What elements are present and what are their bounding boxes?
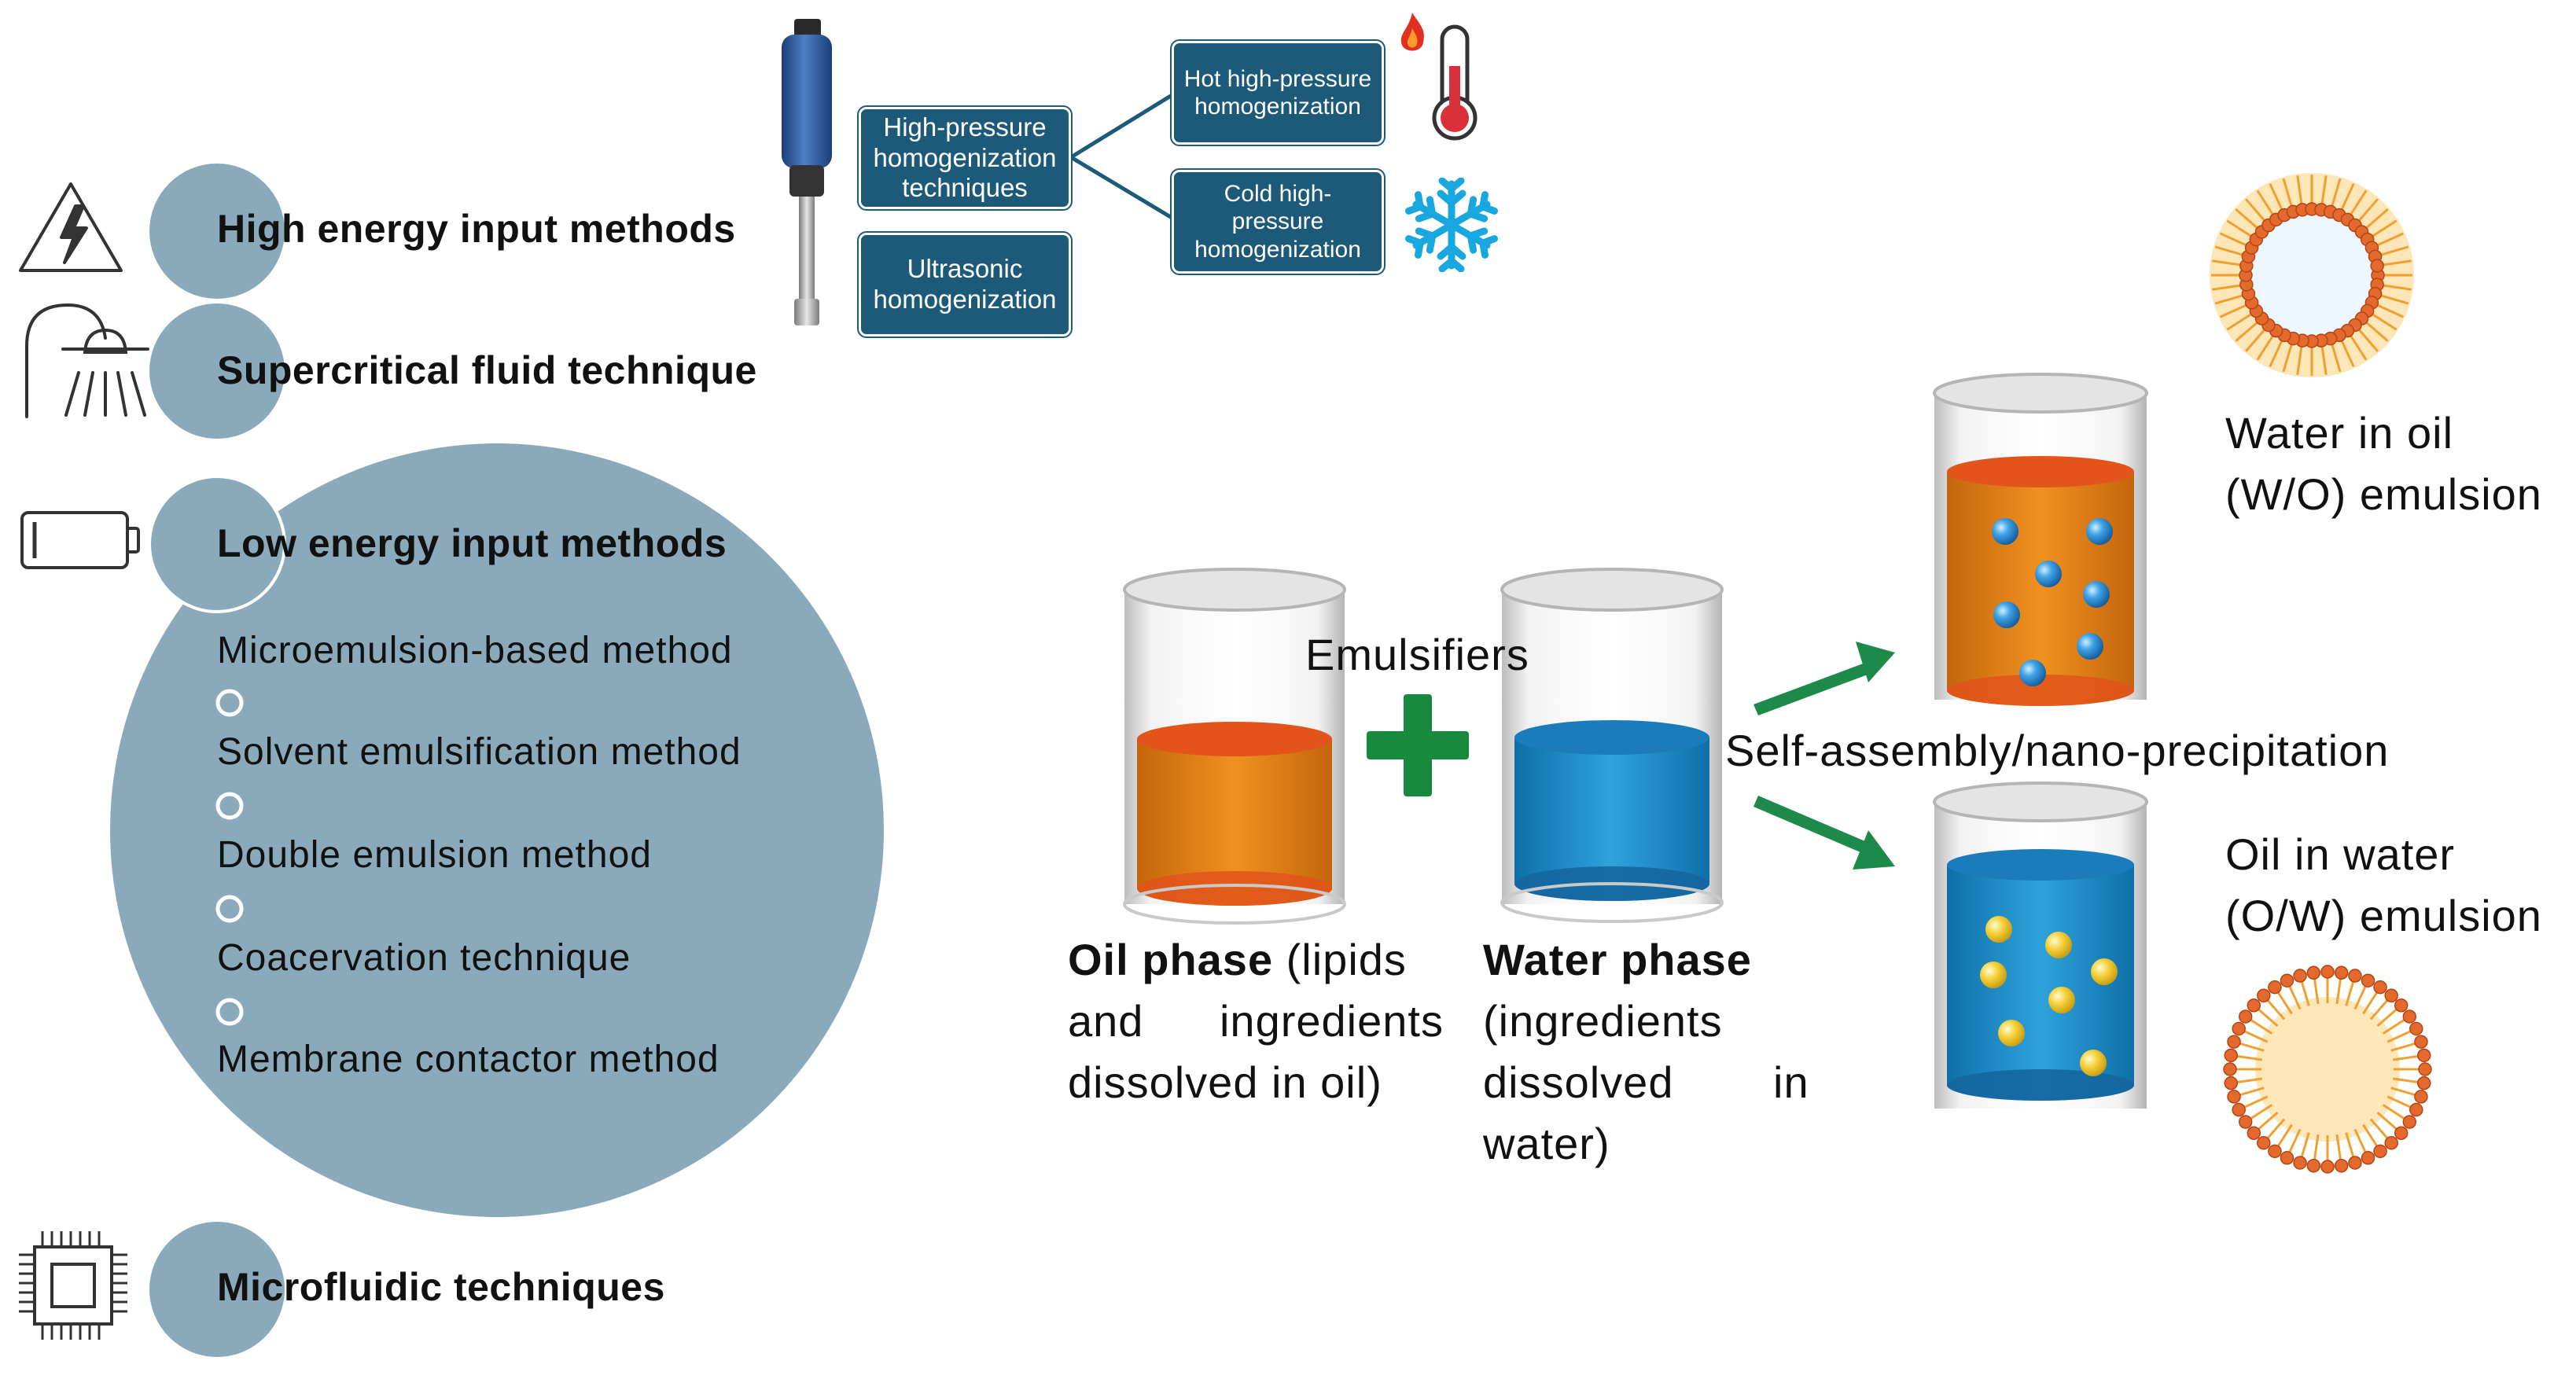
high-energy-circle [149, 164, 285, 299]
lipid-head [2402, 1009, 2417, 1024]
lipid-head [2370, 259, 2384, 273]
microfluidic-label: Microfluidic techniques [217, 1265, 665, 1309]
lipid-head [2361, 1151, 2375, 1165]
ow-beaker [1933, 781, 2148, 1109]
lipid-head [2257, 1135, 2271, 1150]
arrow-to-wo [1754, 642, 1895, 715]
lipid-head [2268, 980, 2282, 995]
lipid-head [2334, 965, 2349, 980]
ow-emulsion-label: Oil in water (O/W) emulsion [2225, 829, 2542, 940]
shower-icon [25, 303, 149, 418]
lipid-head [2293, 969, 2307, 983]
thermometer-icon [1400, 13, 1478, 141]
lipid-head [2334, 1158, 2349, 1173]
low-energy-item-1: Microemulsion-based method [217, 630, 733, 671]
lipid-head [2384, 988, 2398, 1003]
oil-beaker [1123, 568, 1346, 925]
water-beaker [1500, 568, 1724, 923]
low-energy-item-4: Coacervation technique [217, 937, 631, 979]
lipid-head [2227, 1035, 2241, 1049]
lipid-head [2247, 998, 2261, 1013]
oil-phase-description: Oil phase (lipids and ingredients dissol… [1068, 935, 1444, 1107]
lipid-head [2232, 1102, 2246, 1117]
lipid-head [2361, 973, 2375, 987]
hot-hph-box: Hot high-pressure homogenization [1172, 41, 1384, 145]
lipid-head [2223, 1062, 2237, 1076]
bullet-2 [215, 792, 244, 820]
bullet-4 [215, 998, 244, 1026]
supercritical-label: Supercritical fluid technique [217, 348, 757, 392]
homogenization-connectors [1069, 92, 1175, 221]
lipid-head [2227, 1090, 2241, 1104]
lipid-head [2232, 1021, 2246, 1036]
lipid-head [2348, 969, 2362, 983]
lipid-head [2268, 1144, 2282, 1159]
ultrasonic-box: Ultrasonic homogenization [859, 233, 1071, 336]
lipid-head [2238, 1009, 2253, 1024]
self-assembly-label: Self-assembly/nano-precipitation [1725, 726, 2390, 775]
lipid-head [2414, 1090, 2428, 1104]
lipid-head [2409, 1102, 2423, 1117]
low-energy-item-3: Double emulsion method [217, 834, 652, 876]
lipid-head [2418, 1062, 2432, 1076]
low-energy-item-2: Solvent emulsification method [217, 731, 742, 773]
lipid-head [2280, 973, 2294, 987]
low-energy-item-5: Membrane contactor method [217, 1039, 719, 1080]
supercritical-circle [149, 303, 285, 439]
low-energy-small-circle [148, 475, 286, 613]
microfluidic-circle [149, 1222, 285, 1357]
hph-box: High-pressure homogenization techniques [859, 107, 1071, 209]
lipid-head [2384, 1135, 2398, 1150]
lipid-head [2402, 1115, 2417, 1129]
lipid-head [2280, 1151, 2294, 1165]
lipid-head [2320, 1160, 2335, 1174]
lipid-head [2394, 1126, 2409, 1140]
lipid-head [2373, 980, 2387, 995]
lipid-head [2306, 1158, 2321, 1173]
arrow-to-ow [1754, 796, 1895, 870]
lipid-head [2224, 1048, 2239, 1063]
lipid-head [2247, 1126, 2261, 1140]
low-energy-label: Low energy input methods [217, 521, 727, 565]
snowflake-icon [1405, 178, 1498, 272]
wo-beaker [1933, 373, 2148, 706]
lipid-head [2306, 965, 2321, 980]
lipid-head [2238, 1115, 2253, 1129]
lipid-head [2293, 1156, 2307, 1170]
oil-phase-title: Oil phase [1068, 935, 1274, 984]
lipid-head [2224, 1076, 2239, 1090]
lipid-head [2320, 965, 2335, 979]
reverse-micelle-icon [2210, 173, 2414, 377]
cold-hph-box: Cold high-pressure homogenization [1172, 170, 1384, 274]
emulsion-graphics [1123, 373, 2148, 1109]
bullet-1 [215, 689, 244, 717]
lipid-head [2416, 1048, 2431, 1063]
lipid-head [2416, 1076, 2431, 1090]
water-phase-description: Water phase (ingredients dissolved in wa… [1483, 929, 1809, 1175]
water-phase-title: Water phase [1483, 935, 1752, 984]
homogenizer-device [782, 19, 832, 325]
lipid-head [2414, 1035, 2428, 1049]
wo-emulsion-label: Water in oil (W/O) emulsion [2225, 408, 2542, 519]
lipid-head [2409, 1021, 2423, 1036]
lipid-head [2373, 1144, 2387, 1159]
battery-low-icon [20, 511, 140, 569]
lipid-head [2394, 998, 2409, 1013]
microchip-icon [19, 1231, 127, 1340]
lipid-head [2348, 1156, 2362, 1170]
bullet-3 [215, 895, 244, 923]
high-voltage-icon [19, 182, 123, 272]
emulsifiers-label: Emulsifiers [1305, 630, 1529, 679]
lipid-head [2257, 988, 2271, 1003]
low-energy-big-circle [110, 443, 884, 1217]
method-circles [19, 164, 884, 1357]
micelle-icon [2223, 965, 2432, 1174]
plus-icon [1367, 694, 1469, 796]
high-energy-label: High energy input methods [217, 207, 736, 251]
